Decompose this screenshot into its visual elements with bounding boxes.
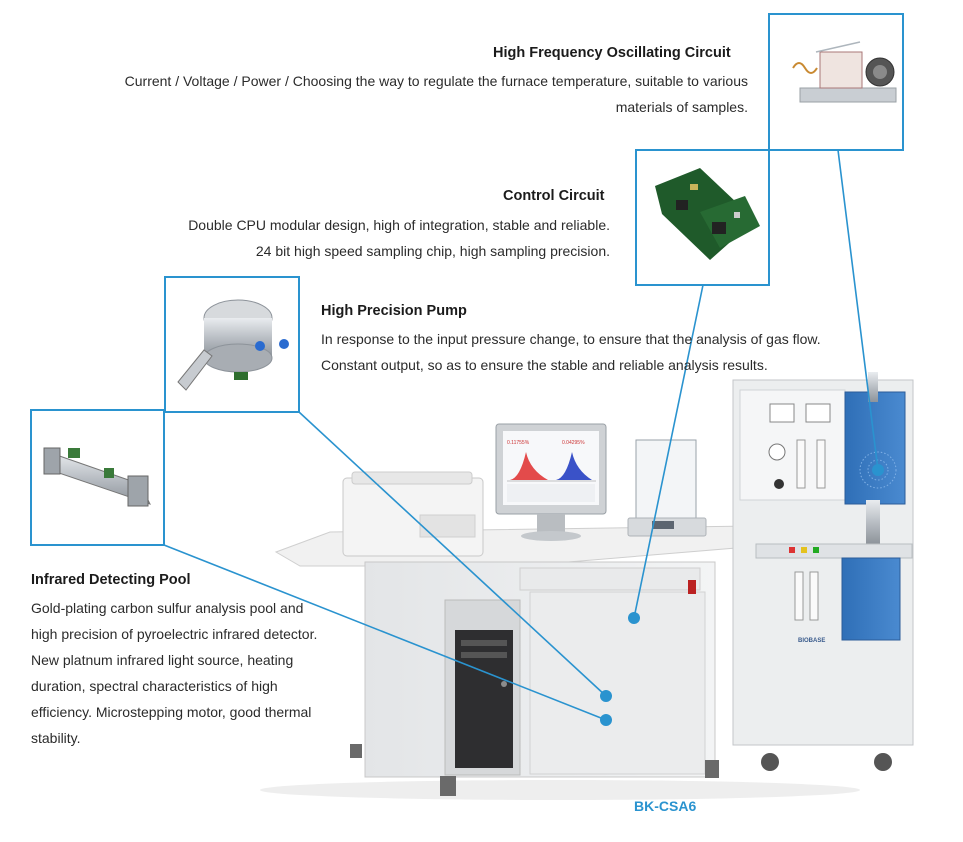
control-line-2: 24 bit high speed sampling chip, high sa… [255,243,610,259]
control-line-1: Double CPU modular design, high of integ… [188,217,610,233]
analyzer-workstation: 0.11755% 0.04295% [260,372,914,800]
control-title: Control Circuit [503,188,605,204]
leader-control [633,284,704,619]
infrared-line-4: duration, spectral characteristics of hi… [31,678,278,694]
oscillating-line-2: materials of samples. [615,99,748,115]
marker-pump [600,690,612,702]
keyboard-drawer [519,567,701,591]
oscillating-line-1: Current / Voltage / Power / Choosing the… [124,73,748,89]
pump-line-1: In response to the input pressure change… [321,331,821,347]
leader-pump [298,411,607,697]
brand-label: BIOBASE [798,638,825,644]
infrared-line-5: efficiency. Microstepping motor, good th… [31,704,312,720]
leader-oscillating [837,149,879,471]
marker-oscillating [872,464,884,476]
sulfur-peak [556,452,592,480]
infrared-title: Infrared Detecting Pool [31,572,191,588]
pump-title: High Precision Pump [321,303,467,319]
model-label: BK-CSA6 [634,798,697,814]
infrared-line-6: stability. [31,730,81,746]
analyzer-unit: BIOBASE [732,372,914,771]
balance [627,439,707,537]
pc-tower [455,630,513,768]
leader-infrared [163,544,607,721]
infrared-line-3: New platnum infrared light source, heati… [31,652,294,668]
control-circuit-image [655,168,760,260]
oscillating-title: High Frequency Oscillating Circuit [493,45,731,61]
power-switch [688,580,696,594]
infrared-line-2: high precision of pyroelectric infrared … [31,626,318,642]
carbon-peak [510,452,548,480]
infrared-line-1: Gold-plating carbon sulfur analysis pool… [31,600,304,616]
marker-control [628,612,640,624]
pump-image [177,299,289,391]
infrared-pool-image [43,447,151,507]
printer [342,471,484,557]
monitor: 0.11755% 0.04295% [495,423,607,541]
screen-readout-2: 0.04295% [562,440,585,446]
screen-readout-1: 0.11755% [507,440,530,446]
cabinet-door [529,591,706,775]
oscillating-circuit-image [792,41,897,103]
marker-infrared [600,714,612,726]
pump-line-2: Constant output, so as to ensure the sta… [321,357,768,373]
